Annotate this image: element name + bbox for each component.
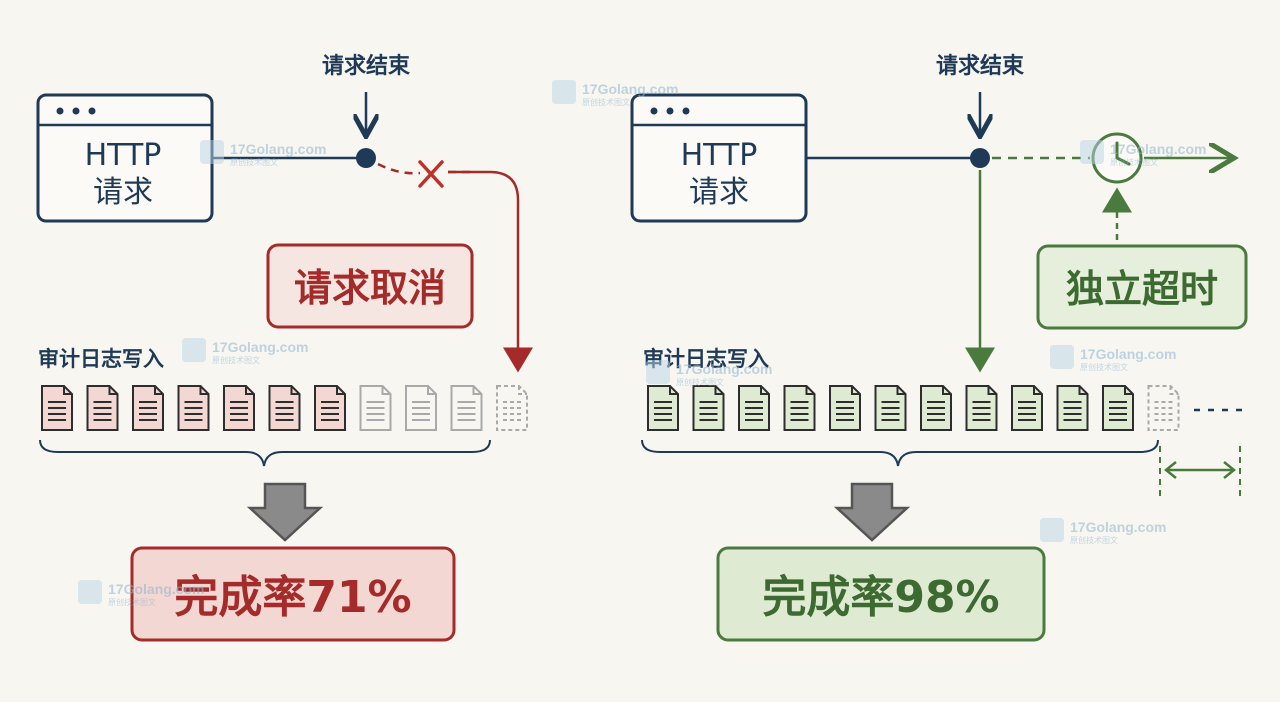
right-box-line2: 请求 xyxy=(689,175,749,210)
watermark-subtext: 原创技术图文 xyxy=(230,157,278,167)
right-docs-row xyxy=(647,385,1180,431)
watermark-subtext: 原创技术图文 xyxy=(108,597,156,607)
document-written-icon xyxy=(314,385,346,431)
document-pending-icon xyxy=(1147,385,1180,431)
left-cancel-dashed-line xyxy=(377,162,421,175)
timeout-label: 独立超时 xyxy=(1066,267,1218,311)
left-box-line2: 请求 xyxy=(93,175,153,210)
window-dot-icon xyxy=(72,107,80,115)
right-end-point xyxy=(970,148,990,168)
watermark-subtext: 原创技术图文 xyxy=(1110,157,1158,167)
left-http-request-box: HTTP 请求 xyxy=(36,93,214,223)
right-panel: 请求结束 HTTP 请求 独立超时 xyxy=(630,53,1248,642)
watermark-subtext: 原创技术图文 xyxy=(1080,362,1128,372)
left-request-end-label: 请求结束 xyxy=(322,53,411,79)
document-written-icon xyxy=(738,385,770,431)
watermark-logo-icon xyxy=(1040,518,1064,542)
watermark-text: 17Golang.com xyxy=(582,81,678,97)
right-brace xyxy=(641,439,1159,467)
window-dot-icon xyxy=(56,107,64,115)
watermark-logo-icon xyxy=(1080,140,1104,164)
watermark-logo-icon xyxy=(200,140,224,164)
right-rate-box: 完成率98% xyxy=(716,546,1046,642)
left-brace xyxy=(39,439,491,467)
document-written-icon xyxy=(965,385,998,431)
watermark-text: 17Golang.com xyxy=(230,141,326,157)
document-written-icon xyxy=(692,385,725,431)
document-written-icon xyxy=(268,385,301,431)
document-written-icon xyxy=(829,385,861,431)
watermark-text: 17Golang.com xyxy=(108,581,204,597)
watermark-logo-icon xyxy=(182,338,206,362)
document-written-icon xyxy=(1056,385,1089,431)
left-box-line1: HTTP xyxy=(85,138,162,173)
left-docs-row xyxy=(41,385,528,431)
cancel-x-icon xyxy=(418,160,444,188)
cancel-label: 请求取消 xyxy=(294,266,446,310)
document-written-icon xyxy=(647,385,679,431)
right-box-line1: HTTP xyxy=(681,138,758,173)
watermark-logo-icon xyxy=(646,360,670,384)
cancel-badge: 请求取消 xyxy=(266,243,474,329)
document-pending-icon xyxy=(405,385,437,431)
left-rate-label: 完成率71% xyxy=(174,572,411,623)
document-pending-icon xyxy=(496,385,528,431)
watermark-text: 17Golang.com xyxy=(212,339,308,355)
document-written-icon xyxy=(783,385,816,431)
watermark-subtext: 原创技术图文 xyxy=(212,355,260,365)
document-written-icon xyxy=(1102,385,1134,431)
right-request-end-label: 请求结束 xyxy=(936,53,1025,79)
left-down-arrow-icon xyxy=(246,482,324,542)
right-rate-label: 完成率98% xyxy=(762,572,999,623)
right-down-arrow-icon xyxy=(833,482,911,542)
document-pending-icon xyxy=(450,385,483,431)
window-dot-icon xyxy=(682,107,690,115)
watermarks: 17Golang.com原创技术图文17Golang.com原创技术图文17Go… xyxy=(78,80,1206,607)
left-end-point xyxy=(356,148,376,168)
watermark-text: 17Golang.com xyxy=(1110,141,1206,157)
document-written-icon xyxy=(86,385,119,431)
document-written-icon xyxy=(223,385,255,431)
left-cancel-arrow xyxy=(448,170,533,373)
timeout-badge: 独立超时 xyxy=(1036,244,1248,330)
document-pending-icon xyxy=(359,385,392,431)
left-rate-box: 完成率71% xyxy=(130,546,456,642)
window-dot-icon xyxy=(88,107,96,115)
left-audit-label: 审计日志写入 xyxy=(38,347,164,371)
watermark-logo-icon xyxy=(78,580,102,604)
watermark-logo-icon xyxy=(552,80,576,104)
watermark-subtext: 原创技术图文 xyxy=(582,97,630,107)
window-dot-icon xyxy=(666,107,674,115)
document-written-icon xyxy=(920,385,952,431)
document-written-icon xyxy=(874,385,907,431)
document-written-icon xyxy=(1011,385,1043,431)
window-dot-icon xyxy=(650,107,658,115)
watermark-text: 17Golang.com xyxy=(1080,346,1176,362)
watermark-text: 17Golang.com xyxy=(1070,519,1166,535)
right-http-request-box: HTTP 请求 xyxy=(630,93,808,223)
document-written-icon xyxy=(132,385,164,431)
watermark-subtext: 原创技术图文 xyxy=(1070,535,1118,545)
document-written-icon xyxy=(177,385,210,431)
document-written-icon xyxy=(41,385,73,431)
watermark-text: 17Golang.com xyxy=(676,361,772,377)
timeout-window-arrow-icon xyxy=(1163,461,1237,479)
watermark-logo-icon xyxy=(1050,345,1074,369)
watermark-subtext: 原创技术图文 xyxy=(676,377,724,387)
left-panel: 请求结束 HTTP 请求 请求取消 审计日志写入 xyxy=(36,53,533,642)
